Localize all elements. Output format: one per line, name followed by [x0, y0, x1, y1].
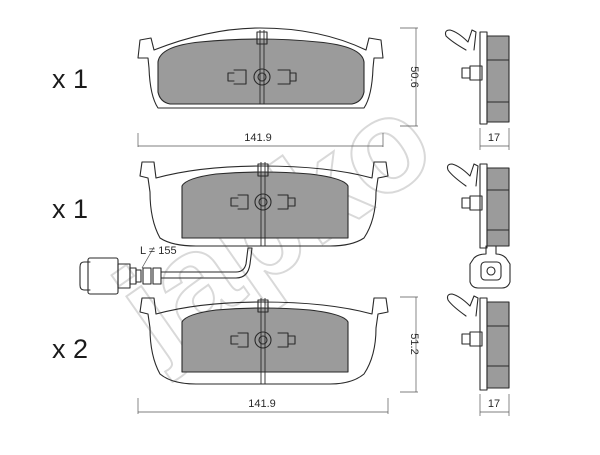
row-2-quantity: x 1 — [52, 194, 88, 224]
center-tab — [256, 31, 268, 45]
row-2: x 1 L = 155 — [52, 161, 511, 295]
row-1-width-label: 141.9 — [244, 132, 272, 144]
friction-side — [486, 301, 510, 389]
row-3-height-label: 51.2 — [408, 333, 420, 354]
row-3-dimension-width: 141.9 — [137, 398, 389, 414]
friction-material — [157, 38, 365, 105]
center-hole — [254, 331, 272, 349]
backing-plate-outline — [139, 161, 389, 247]
row-1-dimension-height: 50.6 — [400, 27, 420, 127]
center-tab — [257, 163, 269, 177]
row-3-width-label: 141.9 — [248, 398, 276, 410]
friction-side — [486, 167, 510, 247]
row-1-pad-side-view — [444, 29, 510, 125]
friction-side — [486, 35, 510, 123]
row-3-thickness-label: 17 — [488, 398, 500, 410]
row-1-height-label: 50.6 — [408, 66, 420, 87]
center-hole — [254, 193, 272, 211]
row-2-pad-side-view — [446, 163, 511, 289]
backing-plate-outline — [137, 27, 384, 109]
row-1-pad-front-view — [137, 27, 384, 109]
anti-rattle-clip — [444, 29, 477, 51]
backing-plate-side — [479, 163, 488, 249]
anti-rattle-clip — [446, 163, 479, 187]
row-1-thickness-label: 17 — [488, 132, 500, 144]
sensor-length-label: L = 155 — [140, 245, 177, 257]
row-3-dimension-height: 51.2 — [400, 296, 420, 393]
row-3-quantity: x 2 — [52, 334, 88, 364]
row-3-pad-side-view — [446, 293, 510, 391]
row-3-pad-front-view — [139, 297, 389, 385]
center-hole — [253, 68, 271, 86]
backing-plate-side — [479, 31, 488, 125]
row-1: x 1 141.9 50.6 — [52, 27, 510, 150]
row-1-dimension-thickness: 17 — [479, 128, 510, 150]
row-3-dimension-thickness: 17 — [479, 394, 510, 416]
row-1-dimension-width: 141.9 — [137, 132, 384, 147]
backing-plate-outline — [139, 297, 389, 385]
center-tab — [257, 299, 269, 313]
backing-plate-side — [479, 297, 488, 391]
anti-rattle-clip — [446, 293, 479, 317]
row-2-wear-sensor: L = 155 — [79, 245, 253, 295]
sensor-clip — [469, 245, 511, 289]
sensor-wire — [160, 247, 253, 279]
row-1-quantity: x 1 — [52, 64, 88, 94]
row-2-pad-front-view — [139, 161, 389, 247]
row-3: x 2 141.9 51.2 — [52, 293, 510, 416]
